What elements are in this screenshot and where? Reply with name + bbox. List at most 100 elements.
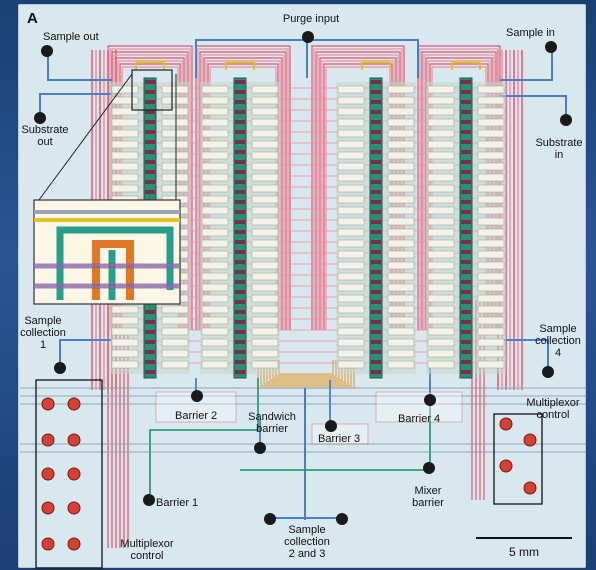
chamber-cell — [161, 305, 189, 314]
chamber-cell — [477, 272, 505, 281]
multiplexor-port — [499, 459, 513, 473]
chamber-cell — [387, 294, 415, 303]
column-valve — [461, 140, 471, 144]
column-valve — [235, 250, 245, 254]
chamber-cell — [337, 327, 365, 336]
port — [34, 112, 46, 124]
chamber-cell — [387, 316, 415, 325]
chamber-cell — [251, 349, 279, 358]
column-valve — [235, 260, 245, 264]
sample-in-channel — [500, 48, 553, 81]
chamber-cell — [201, 283, 229, 292]
chamber-cell — [251, 96, 279, 105]
chamber-cell — [427, 173, 455, 182]
column-valve — [145, 310, 155, 314]
column-valve — [461, 240, 471, 244]
chamber-cell — [387, 261, 415, 270]
chamber-cell — [387, 228, 415, 237]
column-valve — [235, 340, 245, 344]
chamber-cell — [427, 360, 455, 369]
chamber-cell — [251, 272, 279, 281]
column-valve — [461, 80, 471, 84]
chamber-cell — [251, 85, 279, 94]
port — [336, 513, 348, 525]
label-mixer-barrier: Mixer barrier — [412, 485, 444, 509]
chamber-cell — [337, 129, 365, 138]
chamber-cell — [337, 294, 365, 303]
port — [325, 420, 337, 432]
column-valve — [145, 100, 155, 104]
chamber-cell — [251, 316, 279, 325]
column-valve — [371, 100, 381, 104]
chamber-cell — [251, 305, 279, 314]
column-valve — [371, 200, 381, 204]
chamber-cell — [161, 338, 189, 347]
port — [143, 494, 155, 506]
column-valve — [371, 160, 381, 164]
chamber-cell — [161, 360, 189, 369]
column-valve — [371, 140, 381, 144]
chamber-cell — [427, 327, 455, 336]
sample-out-channel — [47, 52, 112, 81]
chamber-cell — [201, 217, 229, 226]
chamber-cell — [337, 96, 365, 105]
column-valve — [371, 180, 381, 184]
column-valve — [461, 170, 471, 174]
chamber-cell — [251, 173, 279, 182]
column-valve — [145, 360, 155, 364]
column-valve — [145, 350, 155, 354]
column-valve — [145, 80, 155, 84]
chamber-cell — [111, 184, 139, 193]
chamber-cell — [161, 151, 189, 160]
multiplexor-box-right — [493, 413, 543, 505]
chamber-cell — [161, 118, 189, 127]
chamber-cell — [387, 96, 415, 105]
column-valve — [371, 330, 381, 334]
column-valve — [235, 120, 245, 124]
chamber-cell — [201, 272, 229, 281]
chamber-cell — [251, 184, 279, 193]
chamber-cell — [111, 173, 139, 182]
chamber-cell — [111, 327, 139, 336]
chamber-cell — [477, 173, 505, 182]
multiplexor-port — [41, 433, 55, 447]
chamber-cell — [111, 316, 139, 325]
column-valve — [235, 100, 245, 104]
column-valve — [235, 220, 245, 224]
chamber-cell — [161, 96, 189, 105]
chamber-cell — [161, 349, 189, 358]
chamber-cell — [387, 250, 415, 259]
chamber-cell — [251, 195, 279, 204]
column-valve — [461, 200, 471, 204]
label-barrier-2: Barrier 2 — [175, 410, 218, 422]
column-cap — [225, 61, 255, 70]
chamber-cell — [387, 162, 415, 171]
control-loop — [197, 48, 289, 330]
label-purge-input: Purge input — [282, 13, 340, 25]
chamber-cell — [477, 294, 505, 303]
chamber-cell — [427, 129, 455, 138]
zoom-guide-lines — [35, 73, 177, 205]
chamber-cell — [337, 239, 365, 248]
chamber-cell — [201, 294, 229, 303]
multiplexor-port — [67, 501, 81, 515]
chamber-cell — [387, 349, 415, 358]
port-group — [34, 31, 572, 551]
column-valve — [235, 290, 245, 294]
chamber-cell — [337, 173, 365, 182]
chamber-cell — [161, 184, 189, 193]
column-valve — [371, 300, 381, 304]
chamber-cell — [251, 118, 279, 127]
chamber-cell — [427, 272, 455, 281]
multiplexor-port — [41, 397, 55, 411]
column-valve — [461, 270, 471, 274]
label-sample-collection-2-3: Sample collection 2 and 3 — [284, 524, 330, 560]
column-valve — [145, 370, 155, 374]
column-valve — [371, 190, 381, 194]
label-sample-collection-4: Sample collection 4 — [535, 323, 581, 359]
column-valve — [461, 150, 471, 154]
chamber-cell — [337, 140, 365, 149]
chamber-cell — [427, 195, 455, 204]
chamber-cell — [251, 206, 279, 215]
chamber-cell — [387, 107, 415, 116]
